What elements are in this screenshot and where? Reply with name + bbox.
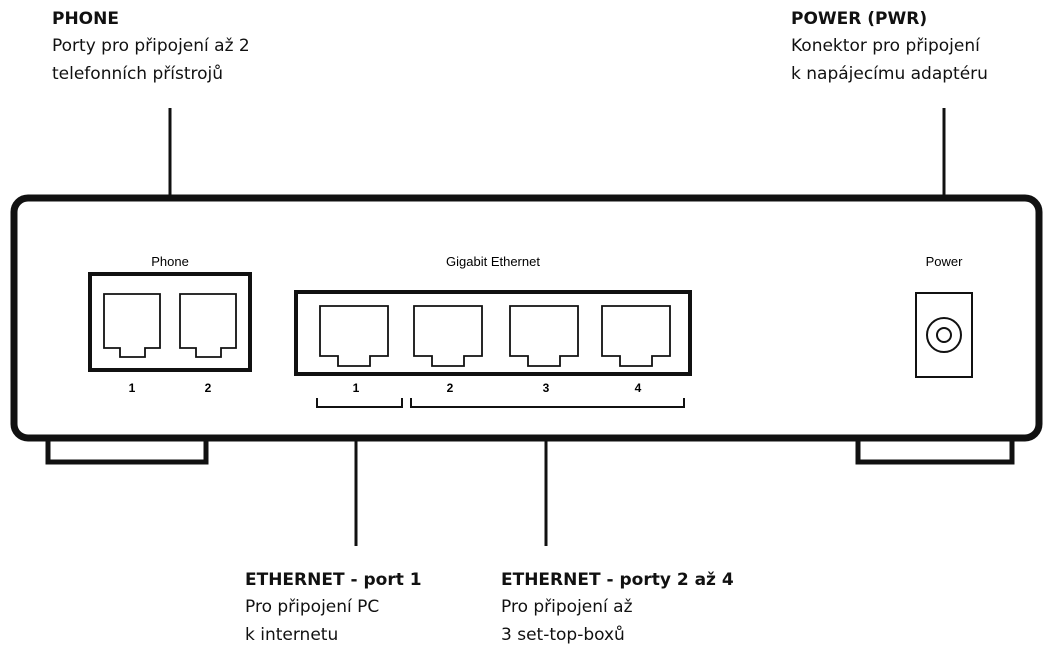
callout-desc-line: Konektor pro připojení <box>791 36 980 56</box>
device-foot-left <box>45 438 209 465</box>
ethernet-port-3 <box>509 305 579 367</box>
ethernet-ports2-4-bracket <box>410 398 685 408</box>
callout-desc-line: 3 set-top-boxů <box>501 625 625 645</box>
phone-port-number: 2 <box>205 381 212 395</box>
callout-ethernet-port1: ETHERNET - port 1 Pro připojení PC k int… <box>245 567 422 649</box>
ethernet-port-number: 3 <box>543 381 550 395</box>
ethernet-port-1 <box>319 305 389 367</box>
phone-port-number: 1 <box>129 381 136 395</box>
callout-desc-line: telefonních přístrojů <box>52 64 224 84</box>
callout-title: PHONE <box>52 9 119 29</box>
power-label: Power <box>926 254 964 269</box>
callout-title: ETHERNET - port 1 <box>245 570 422 590</box>
callout-phone: PHONE Porty pro připojení až 2 telefonní… <box>52 6 250 88</box>
ethernet-port-number: 1 <box>353 381 360 395</box>
power-connector-icon <box>926 317 962 353</box>
ethernet-port-number: 2 <box>447 381 454 395</box>
ethernet-group-label: Gigabit Ethernet <box>446 254 540 269</box>
device-foot-right <box>855 438 1015 465</box>
callout-desc-line: k internetu <box>245 625 339 645</box>
callout-desc-line: Porty pro připojení až 2 <box>52 36 250 56</box>
callout-ethernet-ports2-4: ETHERNET - porty 2 až 4 Pro připojení až… <box>501 567 734 649</box>
callout-desc-line: Pro připojení PC <box>245 597 380 617</box>
phone-port-1 <box>103 293 161 358</box>
ethernet-port-number: 4 <box>635 381 642 395</box>
callout-title: POWER (PWR) <box>791 9 928 29</box>
callout-power: POWER (PWR) Konektor pro připojení k nap… <box>791 6 988 88</box>
callout-title: ETHERNET - porty 2 až 4 <box>501 570 734 590</box>
ethernet-port1-bracket <box>316 398 403 408</box>
ethernet-port-2 <box>413 305 483 367</box>
phone-port-2 <box>179 293 237 358</box>
ethernet-port-4 <box>601 305 671 367</box>
callout-desc-line: k napájecímu adaptéru <box>791 64 988 84</box>
callout-desc-line: Pro připojení až <box>501 597 633 617</box>
phone-group-label: Phone <box>151 254 189 269</box>
